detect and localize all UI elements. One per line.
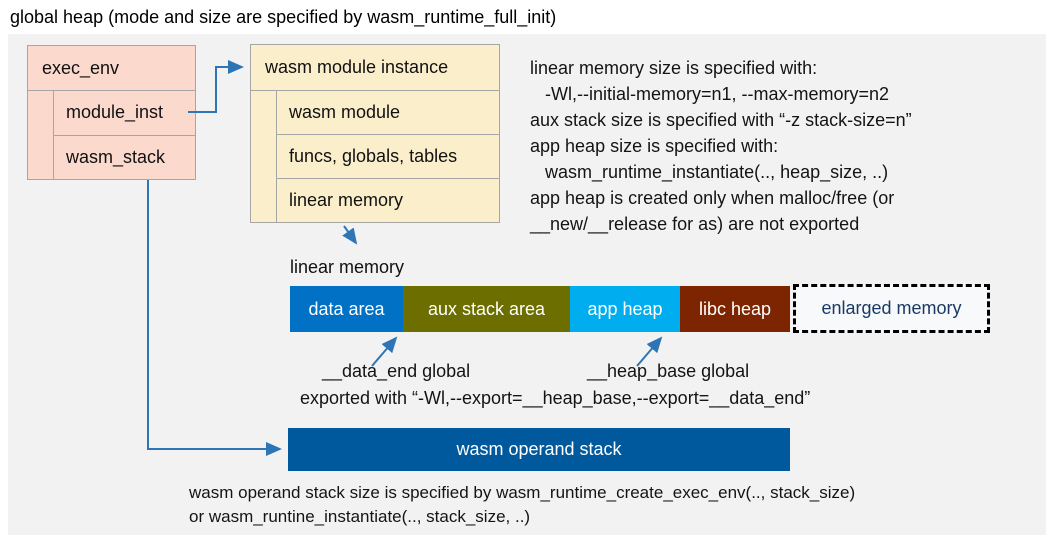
module-instance-row-linear-memory: linear memory bbox=[289, 190, 404, 210]
exec-env-header: exec_env bbox=[28, 46, 195, 91]
linear-memory-label: linear memory bbox=[290, 257, 405, 277]
module-instance-body: wasm module funcs, globals, tables linea… bbox=[251, 91, 499, 222]
note-line: app heap is created only when malloc/fre… bbox=[530, 188, 895, 208]
module-instance-rows: wasm module funcs, globals, tables linea… bbox=[277, 91, 499, 222]
operand-stack-note-line-2: or wasm_runtine_instantiate(.., stack_si… bbox=[189, 507, 531, 526]
module-instance-header: wasm module instance bbox=[251, 45, 499, 91]
segment-aux-stack-area: aux stack area bbox=[403, 286, 570, 332]
annotation-exported-with: exported with “-Wl,--export=__heap_base,… bbox=[300, 388, 811, 408]
segment-libc-heap: libc heap bbox=[680, 286, 790, 332]
annotation-heap-base-global: __heap_base global bbox=[587, 361, 750, 381]
module-instance-row-funcs-globals-tables: funcs, globals, tables bbox=[277, 135, 499, 179]
note-line: app heap size is specified with: bbox=[530, 136, 779, 156]
notes-right: linear memory size is specified with: -W… bbox=[530, 55, 912, 237]
note-line: wasm_runtime_instantiate(.., heap_size, … bbox=[530, 162, 889, 182]
note-line: __new/__release for as) are not exported bbox=[530, 214, 860, 234]
enlarged-memory-box: enlarged memory bbox=[793, 284, 990, 333]
operand-stack-bar: wasm operand stack bbox=[288, 428, 790, 471]
segment-data-area: data area bbox=[290, 286, 403, 332]
annotation-data-end-global: __data_end global bbox=[322, 361, 471, 381]
note-line: -Wl,--initial-memory=n1, --max-memory=n2 bbox=[530, 84, 890, 104]
exec-env-row-wasm-stack: wasm_stack bbox=[66, 146, 166, 167]
module-instance-strip bbox=[251, 91, 277, 222]
exec-env-row-module-inst: module_inst bbox=[54, 91, 195, 136]
module-instance-box: wasm module instance wasm module funcs, … bbox=[250, 44, 500, 223]
exec-env-rows: module_inst wasm_stack bbox=[54, 91, 195, 179]
linear-memory-bar: data area aux stack area app heap libc h… bbox=[290, 286, 790, 332]
diagram-title: global heap (mode and size are specified… bbox=[10, 7, 557, 27]
exec-env-body: module_inst wasm_stack bbox=[28, 91, 195, 179]
operand-stack-note-line-1: wasm operand stack size is specified by … bbox=[189, 483, 856, 502]
module-instance-row-wasm-module: wasm module bbox=[277, 91, 499, 135]
note-line: aux stack size is specified with “-z sta… bbox=[530, 110, 912, 130]
exec-env-strip bbox=[28, 91, 54, 179]
segment-app-heap: app heap bbox=[570, 286, 680, 332]
note-line: linear memory size is specified with: bbox=[530, 58, 818, 78]
exec-env-box: exec_env module_inst wasm_stack bbox=[27, 45, 196, 180]
